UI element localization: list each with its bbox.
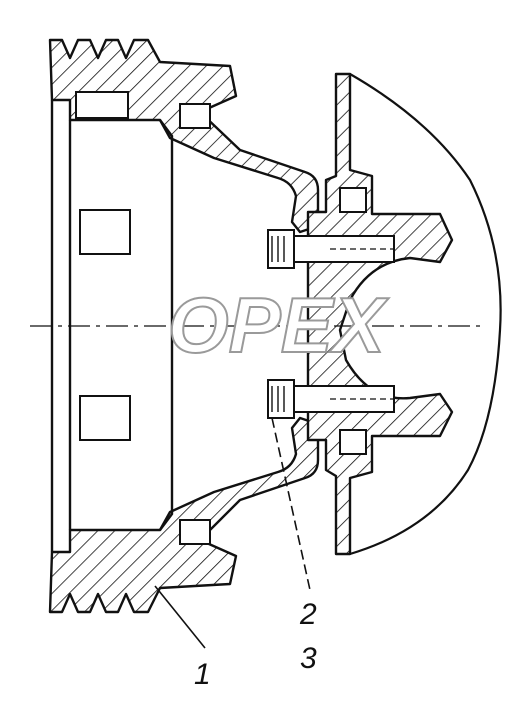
pulley-section-lower — [48, 416, 320, 614]
callout-3: 3 — [300, 642, 317, 675]
bolt-upper — [267, 229, 395, 269]
rim-bolt-upper — [75, 91, 129, 119]
web-slot-lower — [79, 395, 131, 441]
housing-outer — [349, 73, 502, 556]
bolt-lower — [267, 379, 395, 419]
rim-bolt-upper-2 — [179, 103, 211, 129]
seal-upper — [339, 187, 367, 213]
web-slot-upper — [79, 209, 131, 255]
leader-1 — [154, 585, 206, 649]
pulley-section — [48, 38, 320, 234]
callout-1: 1 — [194, 658, 211, 691]
seal-lower — [339, 429, 367, 455]
watermark: OPEX — [168, 281, 389, 369]
callout-2: 2 — [299, 598, 317, 631]
rim-bolt-lower — [179, 519, 211, 545]
